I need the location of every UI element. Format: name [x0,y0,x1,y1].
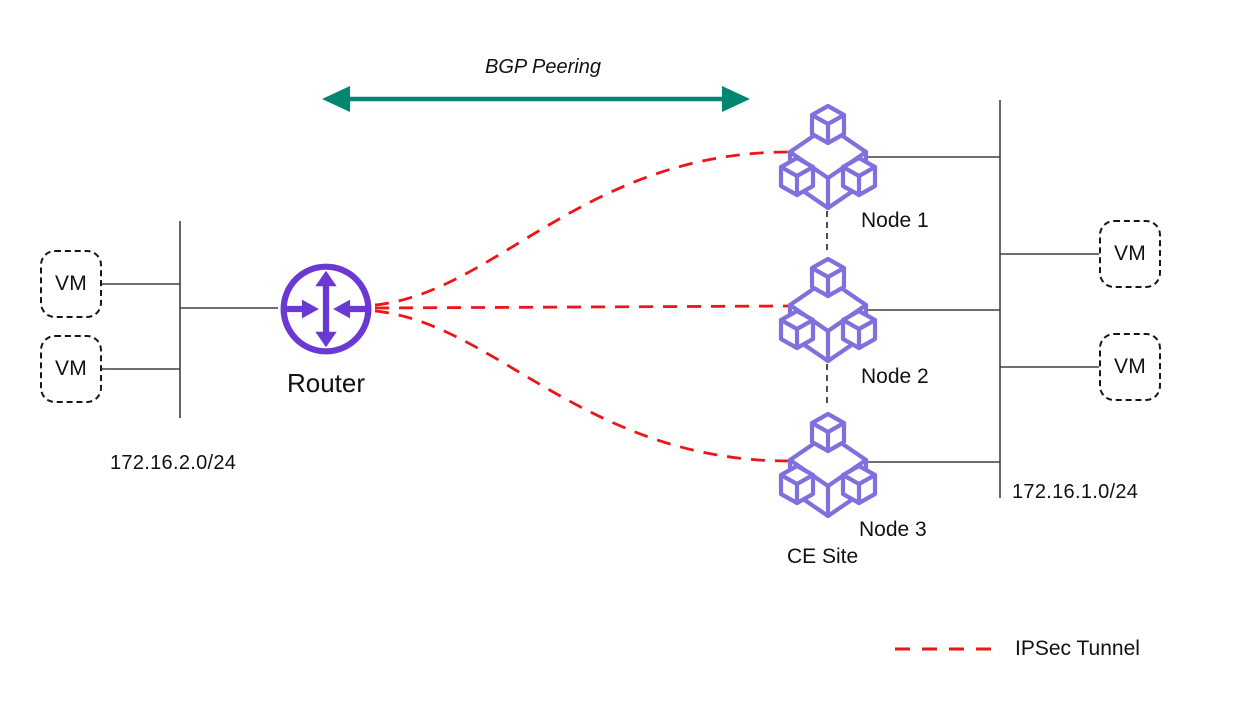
ipsec-tunnel-lines [374,150,790,463]
node-1-icon [776,102,880,211]
right-lan-wires [868,100,1099,498]
node-3-icon [776,410,880,519]
node-2-label: Node 2 [861,365,929,388]
vm-box-right-2: VM [1099,333,1161,401]
node-2-icon [776,255,880,364]
ipsec-tunnel-to-node-3 [374,309,790,463]
node-1-label: Node 1 [861,209,929,232]
ipsec-tunnel-to-node-1 [374,150,790,307]
vm-label: VM [1113,355,1147,378]
router-icon [280,263,372,355]
left-subnet-label: 172.16.2.0/24 [110,452,237,474]
vm-box-left-2: VM [40,335,102,403]
vm-box-left-1: VM [40,250,102,318]
ipsec-tunnel-legend-dash [895,647,1001,651]
router-label: Router [286,368,366,398]
left-lan-wires [102,221,278,418]
vm-box-right-1: VM [1099,220,1161,288]
vm-label: VM [54,272,88,295]
vm-label: VM [54,357,88,380]
bgp-peering-arrow [322,86,750,112]
right-subnet-label: 172.16.1.0/24 [1012,481,1139,503]
node-3-label: Node 3 [859,518,927,541]
vm-label: VM [1113,242,1147,265]
bgp-peering-label: BGP Peering [485,56,601,78]
ce-site-label: CE Site [787,545,859,568]
ipsec-tunnel-legend-label: IPSec Tunnel [1015,637,1140,660]
legend: IPSec Tunnel [893,635,1140,663]
ipsec-tunnel-to-node-2 [374,304,790,310]
